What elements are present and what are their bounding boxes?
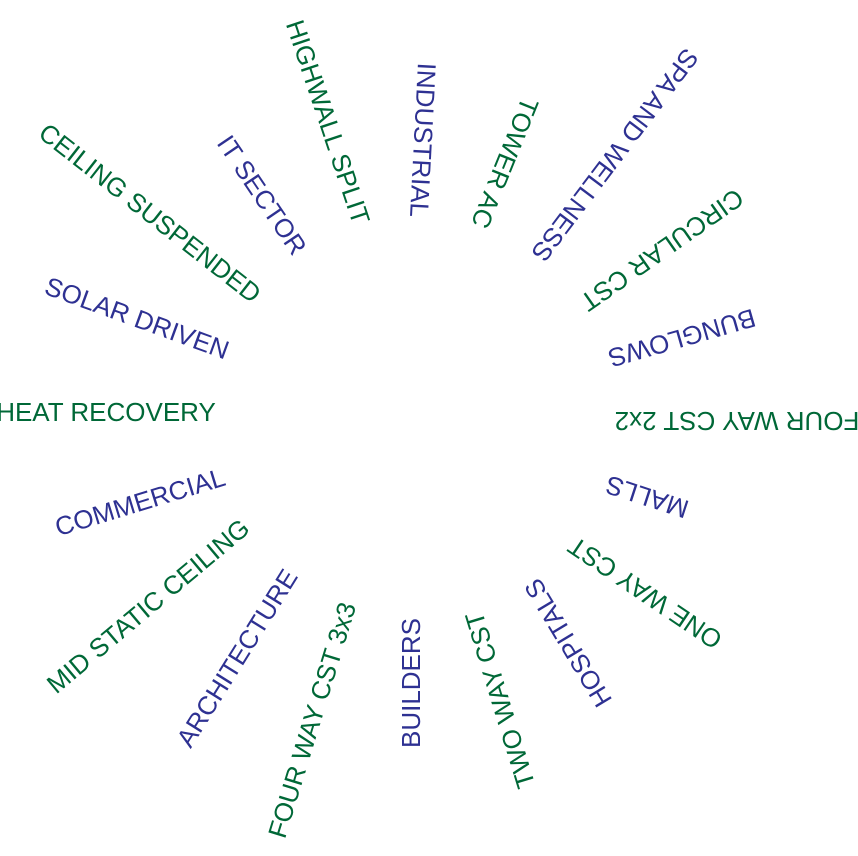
word-bunglows: BUNGLOWS bbox=[604, 302, 760, 374]
word-it-sector: IT SECTOR bbox=[211, 129, 313, 261]
word-four-way-cst-3x3: FOUR WAY CST 3x3 bbox=[261, 598, 363, 842]
word-one-way-cst: ONE WAY CST bbox=[562, 530, 728, 656]
word-circular-cst: CIRCULAR CST bbox=[574, 182, 750, 318]
word-tower-ac: TOWER AC bbox=[465, 93, 545, 233]
word-heat-recovery: HEAT RECOVERY bbox=[0, 397, 216, 427]
word-architecture: ARCHITECTURE bbox=[170, 563, 304, 753]
word-highwall-split: HIGHWALL SPLIT bbox=[279, 16, 377, 228]
word-four-way-cst-2x2: FOUR WAY CST 2x2 bbox=[614, 406, 858, 436]
word-malls: MALLS bbox=[601, 469, 693, 525]
word-builders: BUILDERS bbox=[396, 617, 426, 749]
word-two-way-cst: TWO WAY CST bbox=[458, 608, 542, 792]
word-hospitals: HOSPITALS bbox=[518, 573, 618, 713]
word-solar-driven: SOLAR DRIVEN bbox=[40, 270, 234, 366]
word-commercial: COMMERCIAL bbox=[51, 461, 229, 543]
word-industrial: INDUSTRIAL bbox=[403, 62, 443, 218]
